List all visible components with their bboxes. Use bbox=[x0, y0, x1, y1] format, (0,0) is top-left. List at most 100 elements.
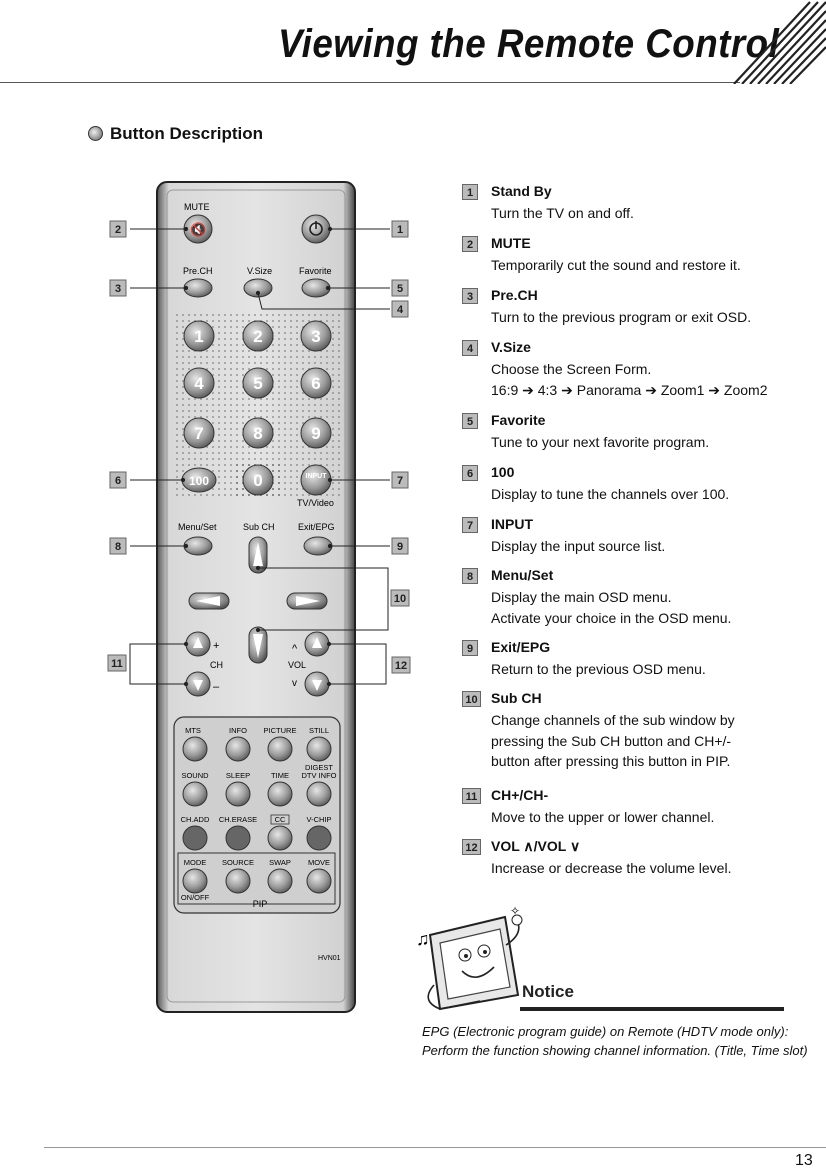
chadd-button[interactable] bbox=[182, 825, 208, 851]
notice-underline bbox=[520, 1007, 784, 1011]
footer-divider bbox=[44, 1147, 826, 1148]
num-6-button[interactable] bbox=[300, 367, 332, 399]
svg-text:CH.ADD: CH.ADD bbox=[181, 815, 210, 824]
desc-text: Tune to your next favorite program. bbox=[491, 434, 710, 450]
num-4-button[interactable] bbox=[183, 367, 215, 399]
favorite-button[interactable] bbox=[301, 278, 331, 298]
svg-text:MOVE: MOVE bbox=[308, 858, 330, 867]
desc-text: Display the main OSD menu. bbox=[491, 589, 672, 605]
svg-text:ON/OFF: ON/OFF bbox=[181, 893, 210, 902]
callout-6: 6 bbox=[115, 475, 121, 487]
svg-text:–: – bbox=[213, 681, 220, 693]
desc-text: Temporarily cut the sound and restore it… bbox=[491, 257, 741, 273]
callout-4: 4 bbox=[397, 304, 404, 316]
desc-item-11: 11 CH+/CH- Move to the upper or lower ch… bbox=[462, 787, 714, 825]
desc-title: Exit/EPG bbox=[491, 639, 551, 655]
exitepg-button[interactable] bbox=[303, 536, 333, 556]
desc-title: 100 bbox=[491, 464, 515, 480]
cherase-button[interactable] bbox=[225, 825, 251, 851]
notice-heading: Notice bbox=[522, 982, 574, 1001]
svg-text:7: 7 bbox=[194, 424, 203, 443]
desc-text: 16:9 ➔ 4:3 ➔ Panorama ➔ Zoom1 ➔ Zoom2 bbox=[491, 381, 768, 398]
section-title: Button Description bbox=[110, 124, 263, 143]
svg-text:8: 8 bbox=[253, 424, 262, 443]
vchip-button[interactable] bbox=[306, 825, 332, 851]
num-7-button[interactable] bbox=[183, 417, 215, 449]
picture-button[interactable] bbox=[267, 736, 293, 762]
vsize-button[interactable] bbox=[243, 278, 273, 298]
cc-button[interactable] bbox=[267, 825, 293, 851]
move-button[interactable] bbox=[306, 868, 332, 894]
desc-text: Increase or decrease the volume level. bbox=[491, 860, 732, 876]
svg-text:DIGEST: DIGEST bbox=[305, 763, 333, 772]
desc-item-6: 6 100 Display to tune the channels over … bbox=[462, 464, 729, 502]
tv-character-icon bbox=[427, 914, 523, 1011]
callout-10: 10 bbox=[394, 593, 406, 605]
svg-text:2: 2 bbox=[253, 327, 262, 346]
svg-text:1: 1 bbox=[194, 327, 203, 346]
num-1-button[interactable] bbox=[183, 320, 215, 352]
desc-text: Change channels of the sub window by bbox=[491, 712, 735, 728]
desc-item-4: 4 V.Size Choose the Screen Form. 16:9 ➔ … bbox=[462, 339, 768, 398]
number-badge: 1 bbox=[462, 184, 478, 200]
sound-button[interactable] bbox=[182, 781, 208, 807]
page-number: 13 bbox=[795, 1152, 813, 1169]
svg-text:INPUT: INPUT bbox=[306, 473, 328, 480]
svg-text:v: v bbox=[292, 678, 297, 689]
num-3-button[interactable] bbox=[300, 320, 332, 352]
number-badge: 7 bbox=[462, 517, 478, 533]
number-badge: 4 bbox=[462, 340, 478, 356]
number-badge: 11 bbox=[462, 788, 481, 804]
callout-5: 5 bbox=[397, 283, 403, 295]
desc-item-2: 2 MUTE Temporarily cut the sound and res… bbox=[462, 235, 741, 273]
sleep-button[interactable] bbox=[225, 781, 251, 807]
num-0-button[interactable] bbox=[242, 464, 274, 496]
svg-text:PICTURE: PICTURE bbox=[264, 726, 297, 735]
page-title: Viewing the Remote Control bbox=[278, 22, 780, 66]
desc-text: Activate your choice in the OSD menu. bbox=[491, 609, 732, 626]
svg-text:4: 4 bbox=[194, 374, 204, 393]
desc-item-8: 8 Menu/Set Display the main OSD menu. Ac… bbox=[462, 567, 731, 626]
model-label: HVN01 bbox=[318, 955, 341, 962]
info-button[interactable] bbox=[225, 736, 251, 762]
time-button[interactable] bbox=[267, 781, 293, 807]
callout-9: 9 bbox=[397, 541, 403, 553]
desc-text: pressing the Sub CH button and CH+/- bbox=[491, 732, 732, 749]
num-9-button[interactable] bbox=[300, 417, 332, 449]
svg-text:MODE: MODE bbox=[184, 858, 207, 867]
mode-button[interactable] bbox=[182, 868, 208, 894]
still-button[interactable] bbox=[306, 736, 332, 762]
exitepg-label: Exit/EPG bbox=[298, 522, 335, 532]
input-button[interactable] bbox=[300, 464, 332, 496]
dtvinfo-button[interactable] bbox=[306, 781, 332, 807]
vsize-label: V.Size bbox=[247, 266, 272, 276]
prech-label: Pre.CH bbox=[183, 266, 213, 276]
callout-8: 8 bbox=[115, 541, 121, 553]
svg-text:SOUND: SOUND bbox=[181, 771, 209, 780]
desc-text: Display the input source list. bbox=[491, 538, 666, 554]
num-8-button[interactable] bbox=[242, 417, 274, 449]
number-badge: 2 bbox=[462, 236, 478, 252]
desc-title: Stand By bbox=[491, 183, 552, 199]
svg-text:TIME: TIME bbox=[271, 771, 289, 780]
callout-3: 3 bbox=[115, 283, 121, 295]
source-button[interactable] bbox=[225, 868, 251, 894]
mts-button[interactable] bbox=[182, 736, 208, 762]
num-5-button[interactable] bbox=[242, 367, 274, 399]
number-badge: 3 bbox=[462, 288, 478, 304]
number-badge: 5 bbox=[462, 413, 478, 429]
number-badge: 8 bbox=[462, 568, 478, 584]
prech-button[interactable] bbox=[183, 278, 213, 298]
number-badge: 12 bbox=[462, 839, 481, 855]
desc-text: Move to the upper or lower channel. bbox=[491, 809, 715, 825]
desc-item-7: 7 INPUT Display the input source list. bbox=[462, 516, 665, 554]
menuset-label: Menu/Set bbox=[178, 522, 217, 532]
svg-text:STILL: STILL bbox=[309, 726, 329, 735]
menuset-button[interactable] bbox=[183, 536, 213, 556]
svg-text:DTV INFO: DTV INFO bbox=[302, 771, 337, 780]
svg-text:5: 5 bbox=[253, 374, 262, 393]
swap-button[interactable] bbox=[267, 868, 293, 894]
desc-text: Turn the TV on and off. bbox=[491, 205, 634, 221]
svg-text:V-CHIP: V-CHIP bbox=[306, 815, 331, 824]
num-2-button[interactable] bbox=[242, 320, 274, 352]
